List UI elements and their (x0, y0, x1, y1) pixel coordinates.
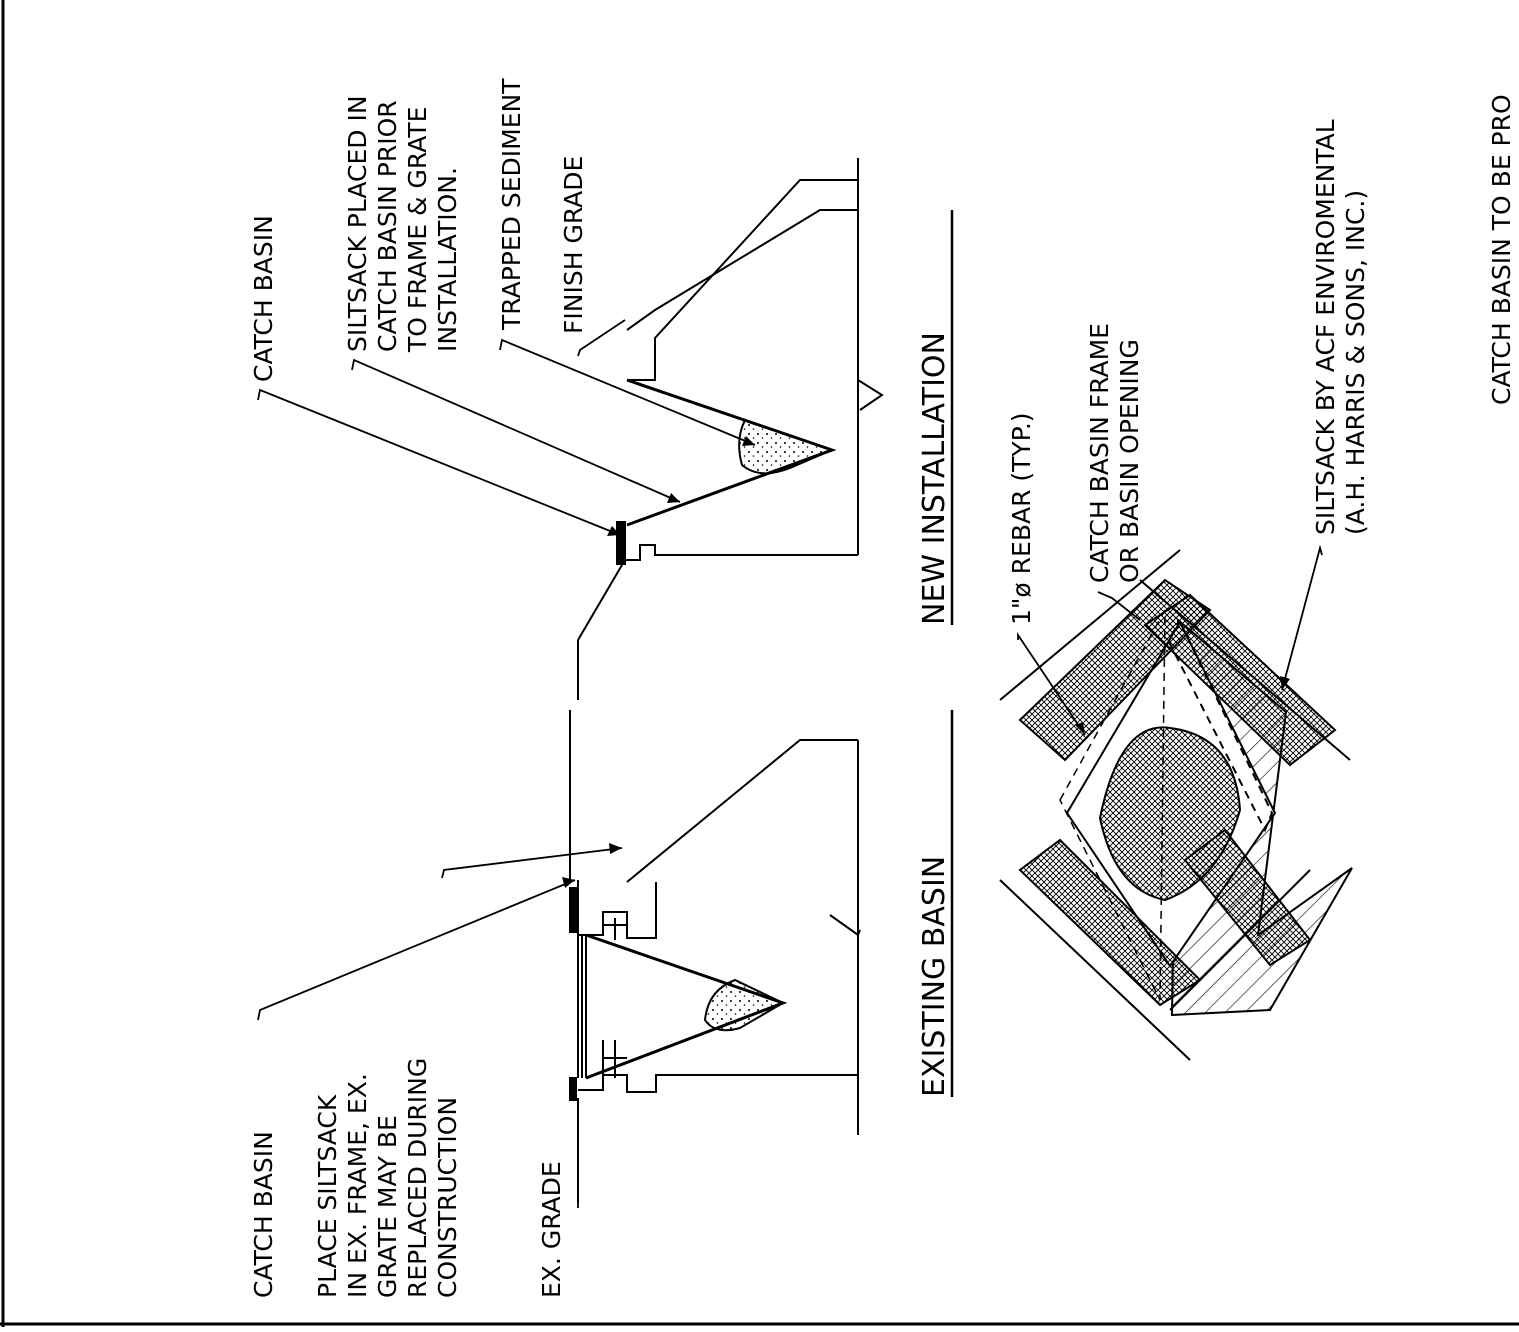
label-ex-grade: EX. GRADE (537, 1161, 566, 1298)
label-place-siltsack-4: REPLACED DURING (403, 1058, 432, 1298)
label-siltsack-placed-1: SILTSACK PLACED IN (343, 95, 372, 352)
isometric-siltsack (999, 549, 1353, 1061)
label-siltsack-by-2: (A.H. HARRIS & SONS, INC.) (1341, 190, 1370, 535)
label-catch-basin-right: CATCH BASIN (249, 215, 278, 382)
leader-arrowheads (562, 436, 1290, 888)
section-titles: EXISTING BASIN NEW INSTALLATION (917, 210, 954, 1097)
iso-labels: 1"ø REBAR (TYP.) CATCH BASIN FRAME OR BA… (1007, 94, 1516, 625)
label-frame-opening-1: CATCH BASIN FRAME (1085, 323, 1114, 583)
label-siltsack-placed-4: INSTALLATION. (433, 167, 462, 352)
label-place-siltsack-2: IN EX. FRAME, EX. (343, 1073, 372, 1298)
title-new-installation: NEW INSTALLATION (917, 332, 952, 625)
label-frame-opening-2: OR BASIN OPENING (1115, 339, 1144, 583)
label-place-siltsack-3: GRATE MAY BE (373, 1115, 402, 1298)
existing-labels: CATCH BASIN PLACE SILTSACK IN EX. FRAME,… (249, 1058, 566, 1298)
label-siltsack-by-1: SILTSACK BY ACF ENVIROMENTAL (1311, 119, 1340, 535)
label-catch-basin-to-be: CATCH BASIN TO BE PRO (1487, 94, 1516, 405)
new-labels: CATCH BASIN SILTSACK PLACED IN CATCH BAS… (249, 78, 588, 382)
label-trapped-sediment: TRAPPED SEDIMENT (497, 78, 526, 331)
existing-basin-section (569, 710, 861, 1202)
leader-lines (257, 319, 1323, 1208)
label-place-siltsack-1: PLACE SILTSACK (313, 1094, 342, 1298)
new-installation-section (577, 158, 884, 700)
label-rebar: 1"ø REBAR (TYP.) (1007, 412, 1036, 625)
label-siltsack-placed-3: TO FRAME & GRATE (403, 107, 432, 353)
label-catch-basin-left: CATCH BASIN (249, 1131, 278, 1298)
label-siltsack-placed-2: CATCH BASIN PRIOR (373, 100, 402, 352)
label-finish-grade: FINISH GRADE (559, 156, 588, 334)
label-place-siltsack-5: CONSTRUCTION (433, 1097, 462, 1298)
title-existing-basin: EXISTING BASIN (917, 856, 952, 1097)
